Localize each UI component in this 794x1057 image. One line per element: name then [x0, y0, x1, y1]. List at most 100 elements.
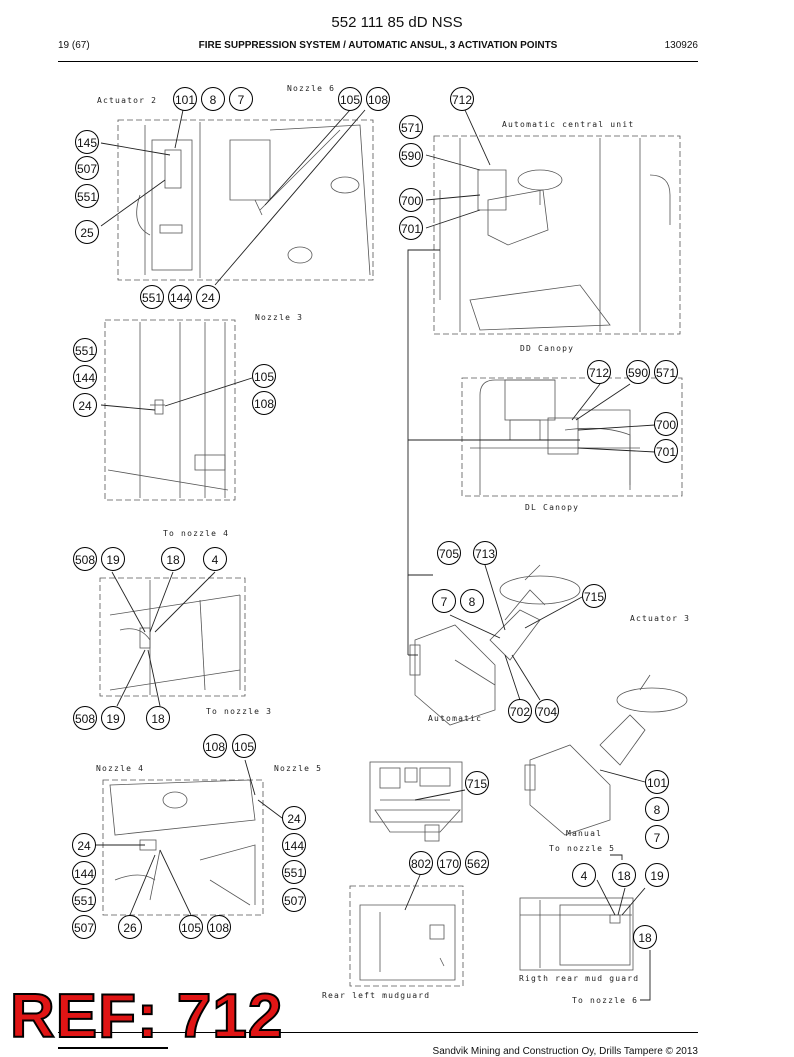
drawing-dl-canopy	[461, 377, 683, 497]
callout-bubble: 145	[75, 130, 99, 154]
callout-bubble: 705	[437, 541, 461, 565]
drawing-manual-panel	[369, 761, 463, 842]
callout-bubble: 144	[168, 285, 192, 309]
caption-actuator-3: Actuator 3	[630, 614, 691, 623]
callout-bubble: 108	[252, 391, 276, 415]
callout-bubble: 507	[72, 915, 96, 939]
callout-bubble: 8	[460, 589, 484, 613]
callout-bubble: 7	[432, 589, 456, 613]
callout-bubble: 144	[72, 861, 96, 885]
callout-bubble: 24	[196, 285, 220, 309]
callout-bubble: 18	[612, 863, 636, 887]
callout-bubble: 507	[282, 888, 306, 912]
drawing-nozzle-3	[104, 319, 236, 501]
callout-bubble: 508	[73, 547, 97, 571]
callout-bubble: 712	[587, 360, 611, 384]
caption-to-nozzle-5: To nozzle 5	[549, 844, 616, 853]
callout-bubble: 8	[645, 797, 669, 821]
callout-bubble: 590	[626, 360, 650, 384]
caption-dd-canopy: DD Canopy	[520, 344, 575, 353]
callout-bubble: 101	[173, 87, 197, 111]
header-rule	[58, 61, 698, 62]
callout-bubble: 700	[399, 188, 423, 212]
caption-to-nozzle-4: To nozzle 4	[163, 529, 230, 538]
caption-actuator-2: Actuator 2	[97, 96, 158, 105]
callout-bubble: 551	[140, 285, 164, 309]
date-code: 130926	[664, 40, 698, 51]
page-indicator: 19 (67)	[58, 40, 90, 51]
caption-right-rear-mud-guard: Rigth rear mud guard	[519, 974, 640, 983]
callout-bubble: 713	[473, 541, 497, 565]
callout-bubble: 701	[654, 439, 678, 463]
drawing-right-rear-mudguard	[519, 897, 634, 971]
reference-overlay: REF: 712	[9, 982, 284, 1051]
caption-dl-canopy: DL Canopy	[525, 503, 580, 512]
callout-bubble: 24	[73, 393, 97, 417]
callout-bubble: 802	[409, 851, 433, 875]
caption-nozzle-3: Nozzle 3	[255, 313, 304, 322]
caption-manual: Manual	[566, 829, 603, 838]
callout-bubble: 551	[282, 860, 306, 884]
callout-bubble: 590	[399, 143, 423, 167]
caption-nozzle-5: Nozzle 5	[274, 764, 323, 773]
callout-bubble: 19	[101, 706, 125, 730]
callout-bubble: 108	[207, 915, 231, 939]
caption-nozzle-4: Nozzle 4	[96, 764, 145, 773]
callout-bubble: 105	[338, 87, 362, 111]
callout-bubble: 19	[101, 547, 125, 571]
callout-bubble: 508	[73, 706, 97, 730]
callout-bubble: 712	[450, 87, 474, 111]
callout-bubble: 170	[437, 851, 461, 875]
callout-bubble: 701	[399, 216, 423, 240]
footer-copyright: Sandvik Mining and Construction Oy, Dril…	[432, 1046, 698, 1057]
callout-bubble: 4	[572, 863, 596, 887]
caption-automatic-central-unit: Automatic central unit	[502, 120, 635, 129]
callout-bubble: 105	[252, 364, 276, 388]
callout-bubble: 19	[645, 863, 669, 887]
caption-rear-left-mudguard: Rear left mudguard	[322, 991, 431, 1000]
callout-bubble: 24	[72, 833, 96, 857]
drawing-dd-canopy	[433, 135, 681, 335]
caption-to-nozzle-3: To nozzle 3	[206, 707, 273, 716]
page-title: FIRE SUPPRESSION SYSTEM / AUTOMATIC ANSU…	[198, 40, 558, 51]
callout-bubble: 571	[654, 360, 678, 384]
callout-bubble: 105	[179, 915, 203, 939]
leader-lines	[96, 109, 656, 1001]
caption-nozzle-6: Nozzle 6	[287, 84, 336, 93]
callout-bubble: 7	[229, 87, 253, 111]
callout-bubble: 551	[73, 338, 97, 362]
caption-to-nozzle-6: To nozzle 6	[572, 996, 639, 1005]
callout-bubble: 108	[203, 734, 227, 758]
callout-bubble: 144	[73, 365, 97, 389]
callout-bubble: 571	[399, 115, 423, 139]
callout-bubble: 18	[146, 706, 170, 730]
drawing-actuator-2	[117, 119, 374, 281]
callout-bubble: 7	[645, 825, 669, 849]
company-logo	[58, 1047, 168, 1055]
drawing-to-nozzle-4	[99, 577, 246, 697]
drawing-manual-actuator	[524, 674, 688, 836]
callout-bubble: 507	[75, 156, 99, 180]
callout-bubble: 4	[203, 547, 227, 571]
callout-bubble: 105	[232, 734, 256, 758]
drawing-automatic-actuator	[409, 564, 581, 726]
callout-bubble: 704	[535, 699, 559, 723]
callout-bubble: 24	[282, 806, 306, 830]
callout-bubble: 715	[465, 771, 489, 795]
drawing-nozzle-4-5	[102, 779, 264, 916]
caption-automatic: Automatic	[428, 714, 483, 723]
callout-bubble: 562	[465, 851, 489, 875]
callout-bubble: 551	[75, 184, 99, 208]
callout-bubble: 18	[633, 925, 657, 949]
callout-bubble: 25	[75, 220, 99, 244]
callout-bubble: 101	[645, 770, 669, 794]
callout-bubble: 715	[582, 584, 606, 608]
document-number: 552 111 85 dD NSS	[331, 14, 463, 31]
callout-bubble: 26	[118, 915, 142, 939]
callout-bubble: 144	[282, 833, 306, 857]
header-row: 19 (67) FIRE SUPPRESSION SYSTEM / AUTOMA…	[58, 40, 698, 58]
callout-bubble: 18	[161, 547, 185, 571]
callout-bubble: 702	[508, 699, 532, 723]
footer-rule	[58, 1032, 698, 1033]
